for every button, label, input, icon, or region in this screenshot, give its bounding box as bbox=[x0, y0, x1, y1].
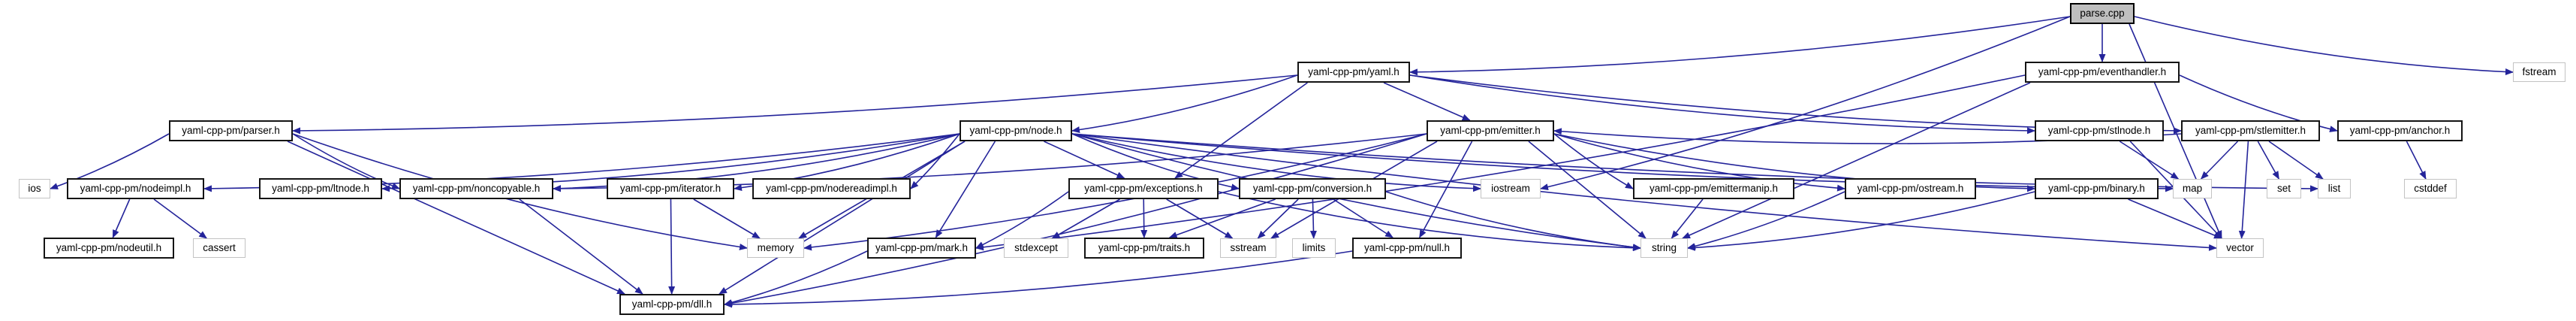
graph-node-ios: ios bbox=[19, 179, 50, 198]
graph-node-exceptions[interactable]: yaml-cpp-pm/exceptions.h bbox=[1068, 178, 1219, 199]
graph-node-traits[interactable]: yaml-cpp-pm/traits.h bbox=[1084, 238, 1204, 259]
include-edge-node-dll bbox=[719, 141, 966, 295]
include-edge-node-mark bbox=[935, 141, 996, 238]
include-edge-stlemitter-vector bbox=[2238, 141, 2249, 239]
graph-node-set: set bbox=[2267, 179, 2301, 198]
include-edge-parse_cpp-iostream bbox=[1540, 16, 2071, 191]
include-edge-exceptions-stdexcept bbox=[1051, 198, 1120, 239]
graph-node-stlnode[interactable]: yaml-cpp-pm/stlnode.h bbox=[2035, 120, 2164, 141]
graph-node-mark[interactable]: yaml-cpp-pm/mark.h bbox=[867, 238, 976, 259]
include-edge-stlemitter-list bbox=[2268, 141, 2324, 180]
graph-node-list: list bbox=[2318, 179, 2351, 198]
graph-node-memory: memory bbox=[747, 238, 804, 258]
graph-node-nodereadimpl[interactable]: yaml-cpp-pm/nodereadimpl.h bbox=[752, 178, 911, 199]
include-edge-exceptions-traits bbox=[1140, 198, 1148, 238]
graph-node-yaml[interactable]: yaml-cpp-pm/yaml.h bbox=[1297, 62, 1410, 83]
include-edge-binary-vector bbox=[2128, 198, 2222, 239]
graph-node-node[interactable]: yaml-cpp-pm/node.h bbox=[960, 120, 1072, 141]
graph-node-vector: vector bbox=[2216, 238, 2264, 258]
include-edge-eventhandler-mark bbox=[975, 74, 2026, 251]
graph-node-parse_cpp: parse.cpp bbox=[2070, 3, 2135, 24]
include-edge-conversion-sstream bbox=[1257, 198, 1299, 239]
include-edge-emitter-string bbox=[1528, 141, 1647, 239]
include-edge-node-map bbox=[1071, 133, 2174, 192]
include-edge-yaml-exceptions bbox=[1174, 82, 1308, 179]
include-edge-parse_cpp-yaml bbox=[1409, 16, 2071, 76]
include-edge-nodeimpl-cassert bbox=[153, 198, 208, 239]
graph-node-stlemitter[interactable]: yaml-cpp-pm/stlemitter.h bbox=[2181, 120, 2320, 141]
include-edge-emitter-null bbox=[1418, 141, 1473, 238]
graph-node-dll[interactable]: yaml-cpp-pm/dll.h bbox=[619, 294, 725, 315]
include-edge-binary-string bbox=[1687, 191, 2035, 251]
include-edge-exceptions-sstream bbox=[1166, 198, 1234, 239]
graph-node-iostream: iostream bbox=[1481, 179, 1541, 198]
include-edge-eventhandler-string bbox=[1682, 82, 2031, 239]
graph-node-parser[interactable]: yaml-cpp-pm/parser.h bbox=[169, 120, 293, 141]
graph-node-conversion[interactable]: yaml-cpp-pm/conversion.h bbox=[1239, 178, 1386, 199]
include-edge-parser-dll bbox=[287, 141, 625, 295]
graph-node-noncopyable[interactable]: yaml-cpp-pm/noncopyable.h bbox=[399, 178, 553, 199]
graph-node-stdexcept: stdexcept bbox=[1004, 238, 1068, 258]
include-edge-nodeimpl-nodeutil bbox=[112, 198, 131, 238]
include-edge-emitter-emittermanip bbox=[1553, 133, 1634, 189]
include-edge-iterator-dll bbox=[668, 198, 676, 295]
graph-node-map: map bbox=[2173, 179, 2212, 198]
graph-node-cstddef: cstddef bbox=[2404, 179, 2457, 198]
graph-node-emittermanip[interactable]: yaml-cpp-pm/emittermanip.h bbox=[1633, 178, 1794, 199]
include-edge-node-exceptions bbox=[1044, 141, 1125, 179]
graph-node-anchor[interactable]: yaml-cpp-pm/anchor.h bbox=[2337, 120, 2463, 141]
include-edge-stlemitter-set bbox=[2257, 141, 2280, 180]
graph-node-binary[interactable]: yaml-cpp-pm/binary.h bbox=[2035, 178, 2159, 199]
include-edge-null-dll bbox=[724, 250, 1353, 308]
graph-node-ltnode[interactable]: yaml-cpp-pm/ltnode.h bbox=[259, 178, 382, 199]
graph-node-fstream: fstream bbox=[2513, 62, 2565, 82]
include-edge-stlemitter-map bbox=[2200, 141, 2239, 180]
include-edge-node-nodereadimpl bbox=[910, 133, 960, 189]
include-edge-yaml-emitter bbox=[1383, 82, 1471, 121]
include-edge-noncopyable-dll bbox=[519, 198, 643, 295]
include-edge-conversion-limits bbox=[1309, 198, 1317, 239]
include-edge-emittermanip-string bbox=[1671, 198, 1704, 239]
include-edge-parse_cpp-fstream bbox=[2134, 16, 2514, 76]
include-edge-conversion-traits bbox=[1168, 198, 1276, 238]
include-edge-conversion-null bbox=[1333, 198, 1393, 238]
include-edge-emitter-dll bbox=[724, 133, 1427, 307]
graph-node-iterator[interactable]: yaml-cpp-pm/iterator.h bbox=[607, 178, 734, 199]
graph-node-null[interactable]: yaml-cpp-pm/null.h bbox=[1352, 238, 1462, 259]
graph-node-eventhandler[interactable]: yaml-cpp-pm/eventhandler.h bbox=[2025, 62, 2180, 83]
include-edge-yaml-node bbox=[1071, 74, 1298, 134]
include-edge-stlnode-map bbox=[2119, 141, 2180, 180]
graph-node-nodeutil[interactable]: yaml-cpp-pm/nodeutil.h bbox=[44, 238, 174, 259]
graph-node-cassert: cassert bbox=[193, 238, 246, 258]
include-edge-ostream-string bbox=[1687, 191, 1845, 250]
graph-node-emitter[interactable]: yaml-cpp-pm/emitter.h bbox=[1427, 120, 1554, 141]
include-edge-mark-dll bbox=[724, 250, 868, 306]
graph-node-string: string bbox=[1641, 238, 1688, 258]
graph-node-nodeimpl[interactable]: yaml-cpp-pm/nodeimpl.h bbox=[67, 178, 204, 199]
graph-node-sstream: sstream bbox=[1220, 238, 1276, 258]
graph-node-limits: limits bbox=[1292, 238, 1336, 258]
include-edge-anchor-cstddef bbox=[2406, 141, 2427, 180]
include-edge-yaml-parser bbox=[292, 74, 1298, 135]
graph-node-ostream[interactable]: yaml-cpp-pm/ostream.h bbox=[1845, 178, 1976, 199]
include-edge-iterator-memory bbox=[693, 198, 761, 239]
